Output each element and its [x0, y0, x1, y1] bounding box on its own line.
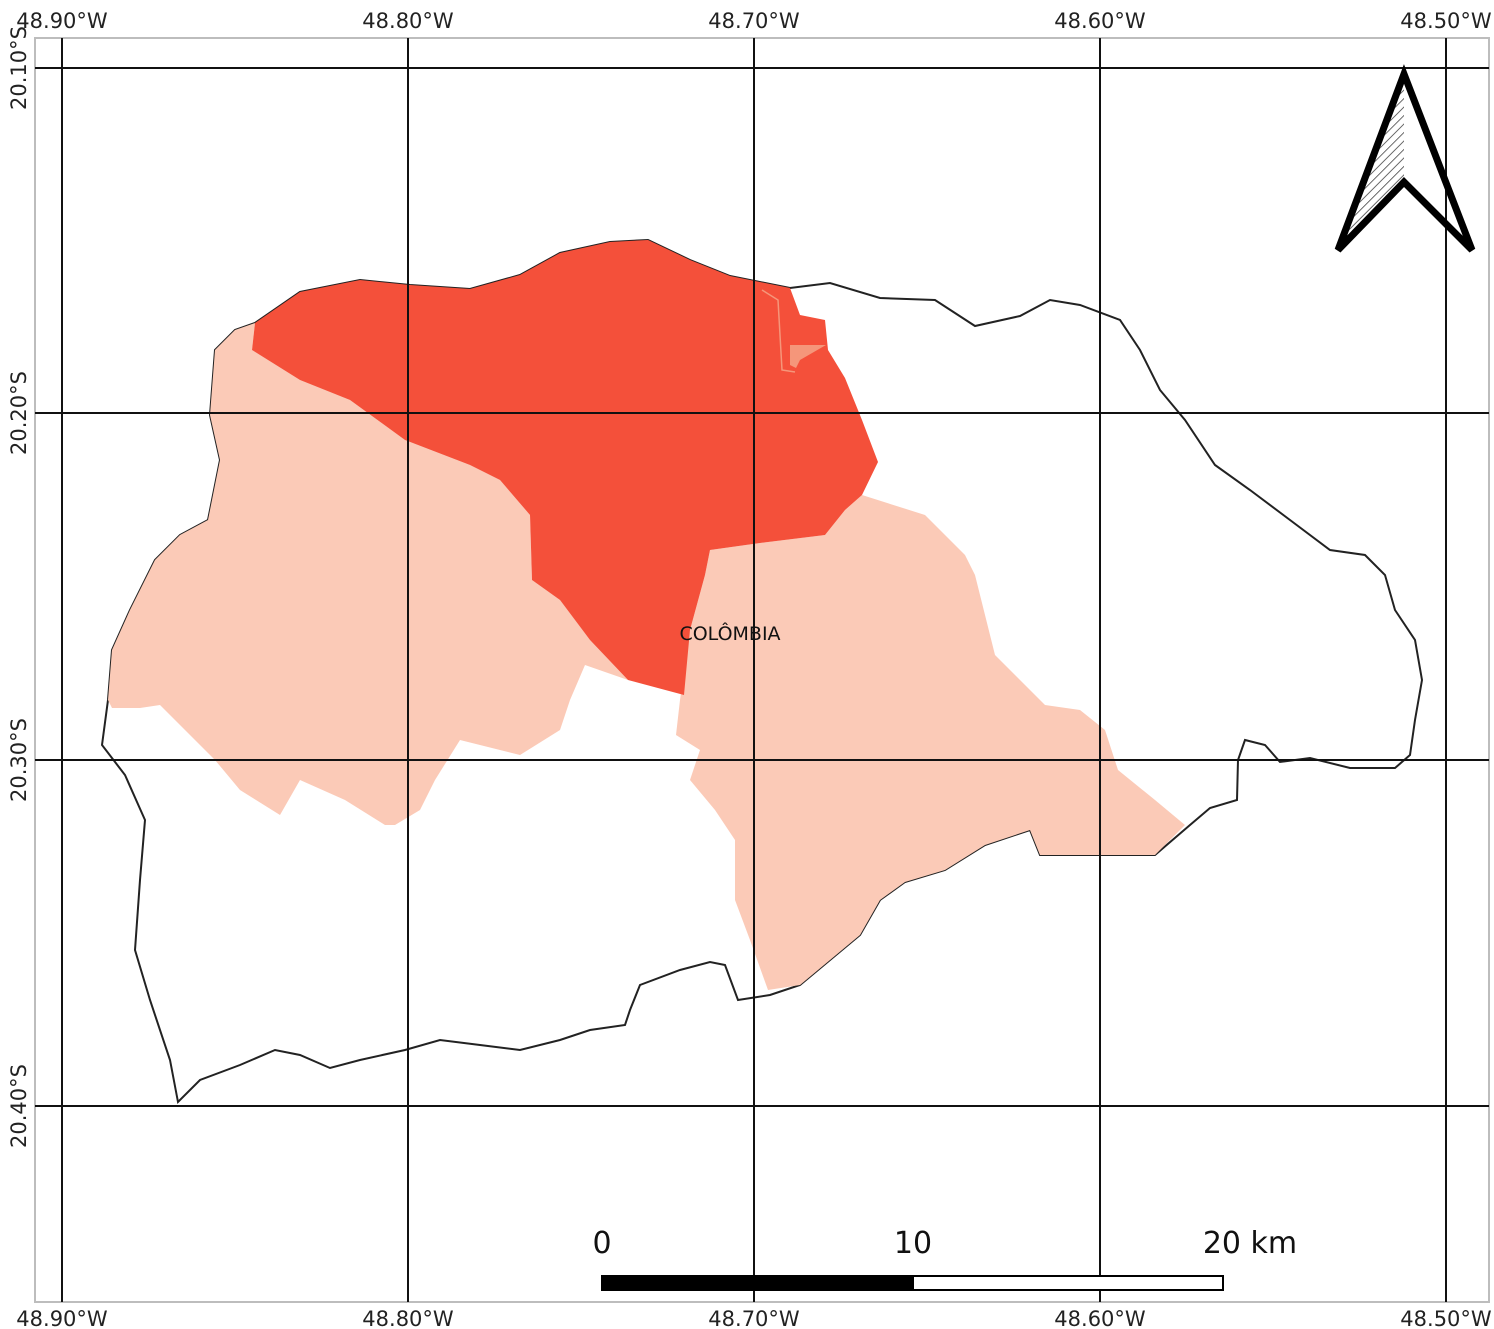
scale-bar-segment-light — [912, 1275, 1224, 1291]
zone-light-west — [108, 323, 628, 825]
lat-label: 20.20°S — [7, 371, 31, 455]
lon-label-top: 48.70°W — [708, 9, 800, 33]
scale-label: 0 — [592, 1226, 611, 1261]
north-arrow-icon — [1334, 64, 1476, 253]
lon-label-top: 48.90°W — [16, 9, 108, 33]
scale-label: 10 — [894, 1226, 932, 1261]
lat-label: 20.40°S — [7, 1064, 31, 1148]
lon-label-top: 48.60°W — [1054, 9, 1146, 33]
lon-label-bottom: 48.90°W — [16, 1307, 108, 1329]
scale-bar-segment-dark — [601, 1275, 914, 1291]
lon-label-bottom: 48.60°W — [1054, 1307, 1146, 1329]
lon-label-bottom: 48.80°W — [362, 1307, 454, 1329]
zone-urban — [790, 345, 826, 368]
lat-label: 20.30°S — [7, 718, 31, 802]
zone-urban-edge — [761, 289, 796, 373]
lon-label-top: 48.80°W — [362, 9, 454, 33]
lat-label: 20.10°S — [7, 26, 31, 110]
place-label: COLÔMBIA — [679, 621, 780, 645]
scale-bar: 0 10 20 km — [592, 1226, 1297, 1291]
scale-label: 20 km — [1203, 1226, 1297, 1261]
graticule — [35, 38, 1489, 1302]
lon-label-bottom: 48.50°W — [1400, 1307, 1492, 1329]
lon-label-top: 48.50°W — [1400, 9, 1492, 33]
lon-label-bottom: 48.70°W — [708, 1307, 800, 1329]
zone-light-east — [676, 495, 1185, 990]
